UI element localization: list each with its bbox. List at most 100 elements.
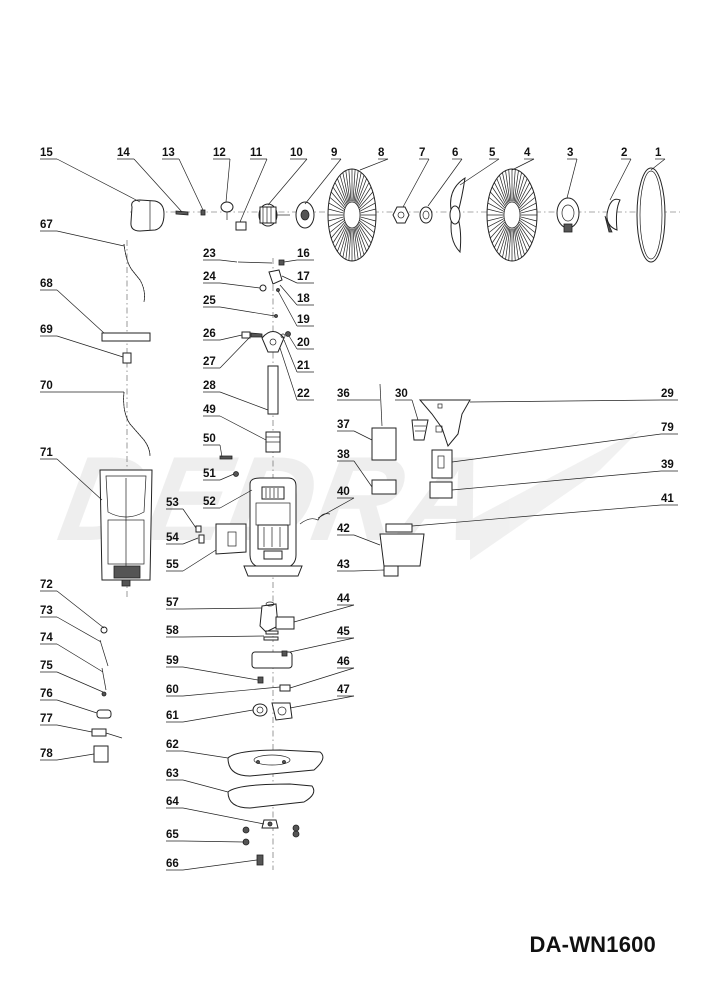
- oscillation-knob-part: [220, 201, 234, 220]
- leader-line-47: [289, 695, 355, 709]
- callout-65: 65: [166, 829, 179, 841]
- leader-line-37: [353, 430, 373, 441]
- leader-line-5: [459, 158, 500, 186]
- callout-64: 64: [166, 796, 179, 808]
- callout-60: 60: [166, 684, 179, 696]
- leader-line-23: [219, 259, 238, 263]
- callout-20: 20: [297, 337, 310, 349]
- grille-ring-part: [636, 167, 666, 263]
- leader-line-3: [566, 158, 578, 199]
- callout-55: 55: [166, 559, 179, 571]
- leader-line-49: [219, 415, 267, 441]
- callout-8: 8: [378, 147, 385, 159]
- callout-67: 67: [40, 219, 53, 231]
- leader-line-51: [219, 473, 235, 481]
- plate-part-68: [101, 332, 151, 342]
- callout-57: 57: [166, 597, 179, 609]
- callout-17: 17: [297, 271, 310, 283]
- callout-26: 26: [203, 328, 216, 340]
- callout-70: 70: [40, 380, 53, 392]
- leader-line-24: [219, 282, 261, 289]
- callout-28: 28: [203, 380, 216, 392]
- leader-line-9: [304, 158, 342, 205]
- callout-30: 30: [395, 388, 408, 400]
- callout-77: 77: [40, 713, 53, 725]
- leader-line-15: [56, 158, 141, 203]
- callout-4: 4: [524, 147, 531, 159]
- leader-line-19: [277, 290, 298, 327]
- leader-line-61: [182, 709, 254, 723]
- callout-51: 51: [203, 468, 216, 480]
- callout-39: 39: [661, 459, 674, 471]
- leader-line-52: [219, 489, 253, 509]
- callout-7: 7: [419, 147, 425, 159]
- head-mechanism-parts: [237, 259, 291, 353]
- callout-15: 15: [40, 147, 53, 159]
- callout-74: 74: [40, 632, 53, 644]
- callout-66: 66: [166, 858, 179, 870]
- leader-line-2: [609, 158, 632, 201]
- callout-10: 10: [290, 147, 303, 159]
- side-panel-part: [215, 523, 247, 555]
- callout-47: 47: [337, 684, 350, 696]
- callout-5: 5: [489, 147, 496, 159]
- leader-line-29: [469, 399, 662, 403]
- leader-line-14: [133, 158, 183, 213]
- control-housing-part: [243, 477, 303, 577]
- callout-16: 16: [297, 248, 310, 260]
- callout-43: 43: [337, 559, 350, 571]
- leader-line-65: [182, 840, 245, 843]
- callout-45: 45: [337, 626, 350, 638]
- callout-61: 61: [166, 710, 179, 722]
- leader-line-63: [182, 779, 229, 793]
- leader-line-27: [219, 336, 251, 369]
- callout-63: 63: [166, 768, 179, 780]
- leader-line-20: [288, 335, 298, 350]
- leader-line-28: [219, 391, 269, 411]
- leader-line-66: [182, 859, 258, 871]
- blade-nut-part: [419, 206, 433, 224]
- callout-38: 38: [337, 449, 350, 461]
- callout-3: 3: [567, 147, 573, 159]
- leader-line-57: [182, 607, 263, 610]
- callout-6: 6: [452, 147, 458, 159]
- fan-blade-part: [449, 176, 466, 254]
- leader-line-44: [293, 604, 355, 623]
- base-parts: [227, 749, 324, 809]
- leader-line-74: [56, 643, 104, 673]
- grille-nut-part: [392, 206, 410, 224]
- leader-line-43: [353, 569, 385, 572]
- callout-75: 75: [40, 660, 53, 672]
- gearbox-parts: [251, 601, 295, 721]
- leader-line-7: [402, 158, 430, 208]
- leader-line-60: [182, 686, 281, 697]
- leader-lines: [40, 158, 678, 871]
- leader-line-8: [359, 158, 389, 171]
- callout-73: 73: [40, 605, 53, 617]
- callout-11: 11: [250, 147, 263, 159]
- callout-52: 52: [203, 496, 216, 508]
- spinner-part: [556, 197, 580, 233]
- leader-line-69: [56, 335, 124, 358]
- callout-14: 14: [117, 147, 130, 159]
- leader-line-46: [289, 667, 355, 689]
- leader-line-40: [317, 497, 355, 519]
- pole-cover-parts: [371, 383, 471, 577]
- callout-22: 22: [297, 388, 310, 400]
- callout-37: 37: [337, 419, 350, 431]
- leader-line-71: [56, 458, 103, 501]
- leader-line-68: [56, 289, 105, 334]
- rear-housing-part-71: [99, 469, 153, 587]
- callout-13: 13: [162, 147, 175, 159]
- callout-68: 68: [40, 278, 53, 290]
- leader-line-6: [427, 158, 463, 207]
- base-fasteners: [242, 819, 300, 866]
- hose-part-70: [123, 391, 151, 457]
- leader-line-16: [283, 259, 298, 263]
- leader-line-54: [182, 537, 199, 545]
- small-hardware-left: [91, 626, 123, 763]
- callout-numbers: 1234567891011121314151617181920212223242…: [40, 147, 674, 870]
- hose-part-67: [123, 243, 145, 303]
- front-grille-part: [486, 168, 538, 262]
